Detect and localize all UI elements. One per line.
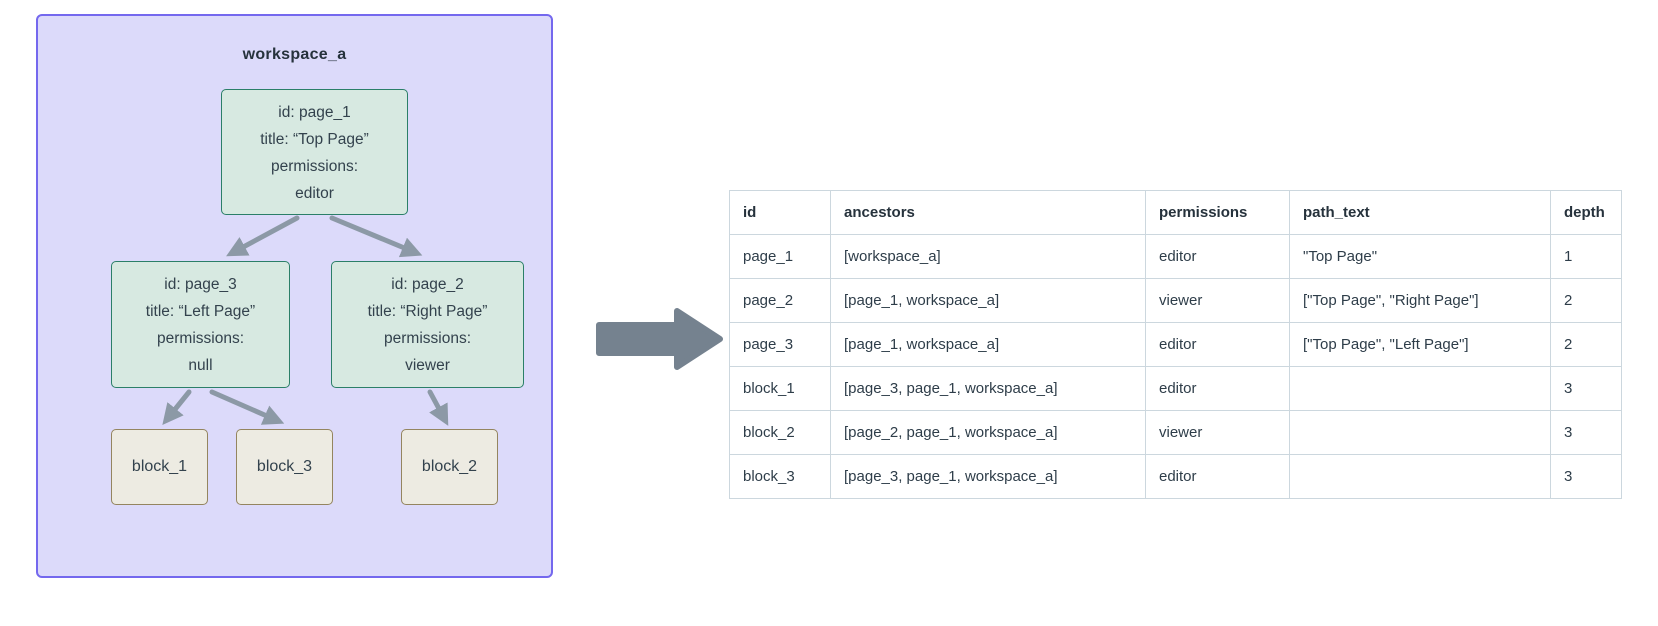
- node-line: id: page_1: [278, 104, 351, 121]
- cell-id: page_3: [729, 322, 831, 367]
- node-label: block_1: [131, 458, 188, 475]
- cell-path-text: ["Top Page", "Right Page"]: [1289, 278, 1551, 323]
- cell-permissions: editor: [1145, 454, 1290, 499]
- column-header-path-text: path_text: [1289, 190, 1551, 235]
- right-arrow-icon: [596, 308, 723, 370]
- node-line: null: [188, 357, 213, 374]
- cell-id: page_2: [729, 278, 831, 323]
- node-block-3: block_3: [236, 429, 333, 505]
- cell-id: block_3: [729, 454, 831, 499]
- column-header-ancestors: ancestors: [830, 190, 1146, 235]
- cell-path-text: [1289, 454, 1551, 499]
- table-row: block_3 [page_3, page_1, workspace_a] ed…: [729, 454, 1622, 499]
- cell-ancestors: [page_1, workspace_a]: [830, 278, 1146, 323]
- node-block-1: block_1: [111, 429, 208, 505]
- cell-ancestors: [workspace_a]: [830, 234, 1146, 279]
- node-label: block_2: [421, 458, 478, 475]
- node-line: title: “Left Page”: [145, 303, 256, 320]
- cell-ancestors: [page_1, workspace_a]: [830, 322, 1146, 367]
- node-line: permissions:: [157, 330, 244, 347]
- workspace-label: workspace_a: [242, 46, 347, 63]
- table-header-row: id ancestors permissions path_text depth: [729, 190, 1622, 235]
- cell-id: page_1: [729, 234, 831, 279]
- node-page-1: id: page_1 title: “Top Page” permissions…: [221, 89, 408, 215]
- node-label: block_3: [256, 458, 313, 475]
- cell-path-text: ["Top Page", "Left Page"]: [1289, 322, 1551, 367]
- table-row: page_1 [workspace_a] editor "Top Page" 1: [729, 234, 1622, 279]
- node-line: id: page_3: [164, 276, 237, 293]
- cell-ancestors: [page_3, page_1, workspace_a]: [830, 366, 1146, 411]
- node-line: title: “Top Page”: [260, 131, 369, 148]
- table-row: page_2 [page_1, workspace_a] viewer ["To…: [729, 278, 1622, 323]
- cell-depth: 2: [1550, 278, 1622, 323]
- node-line: title: “Right Page”: [367, 303, 488, 320]
- column-header-permissions: permissions: [1145, 190, 1290, 235]
- cell-id: block_2: [729, 410, 831, 455]
- cell-depth: 2: [1550, 322, 1622, 367]
- cell-path-text: [1289, 366, 1551, 411]
- column-header-id: id: [729, 190, 831, 235]
- node-page-3: id: page_3 title: “Left Page” permission…: [111, 261, 290, 388]
- workspace-container: workspace_a id: page_1 title: “Top Page”…: [36, 14, 553, 578]
- node-line: viewer: [405, 357, 450, 374]
- node-line: permissions:: [271, 158, 358, 175]
- cell-depth: 3: [1550, 366, 1622, 411]
- node-block-2: block_2: [401, 429, 498, 505]
- table-row: page_3 [page_1, workspace_a] editor ["To…: [729, 322, 1622, 367]
- cell-permissions: editor: [1145, 234, 1290, 279]
- result-table: id ancestors permissions path_text depth…: [729, 190, 1622, 499]
- cell-path-text: [1289, 410, 1551, 455]
- table-row: block_1 [page_3, page_1, workspace_a] ed…: [729, 366, 1622, 411]
- cell-permissions: viewer: [1145, 410, 1290, 455]
- cell-depth: 1: [1550, 234, 1622, 279]
- cell-permissions: editor: [1145, 322, 1290, 367]
- cell-depth: 3: [1550, 454, 1622, 499]
- cell-path-text: "Top Page": [1289, 234, 1551, 279]
- cell-permissions: editor: [1145, 366, 1290, 411]
- node-line: permissions:: [384, 330, 471, 347]
- cell-ancestors: [page_2, page_1, workspace_a]: [830, 410, 1146, 455]
- cell-depth: 3: [1550, 410, 1622, 455]
- table-row: block_2 [page_2, page_1, workspace_a] vi…: [729, 410, 1622, 455]
- cell-ancestors: [page_3, page_1, workspace_a]: [830, 454, 1146, 499]
- column-header-depth: depth: [1550, 190, 1622, 235]
- cell-id: block_1: [729, 366, 831, 411]
- node-page-2: id: page_2 title: “Right Page” permissio…: [331, 261, 524, 388]
- node-line: editor: [295, 185, 334, 202]
- cell-permissions: viewer: [1145, 278, 1290, 323]
- node-line: id: page_2: [391, 276, 464, 293]
